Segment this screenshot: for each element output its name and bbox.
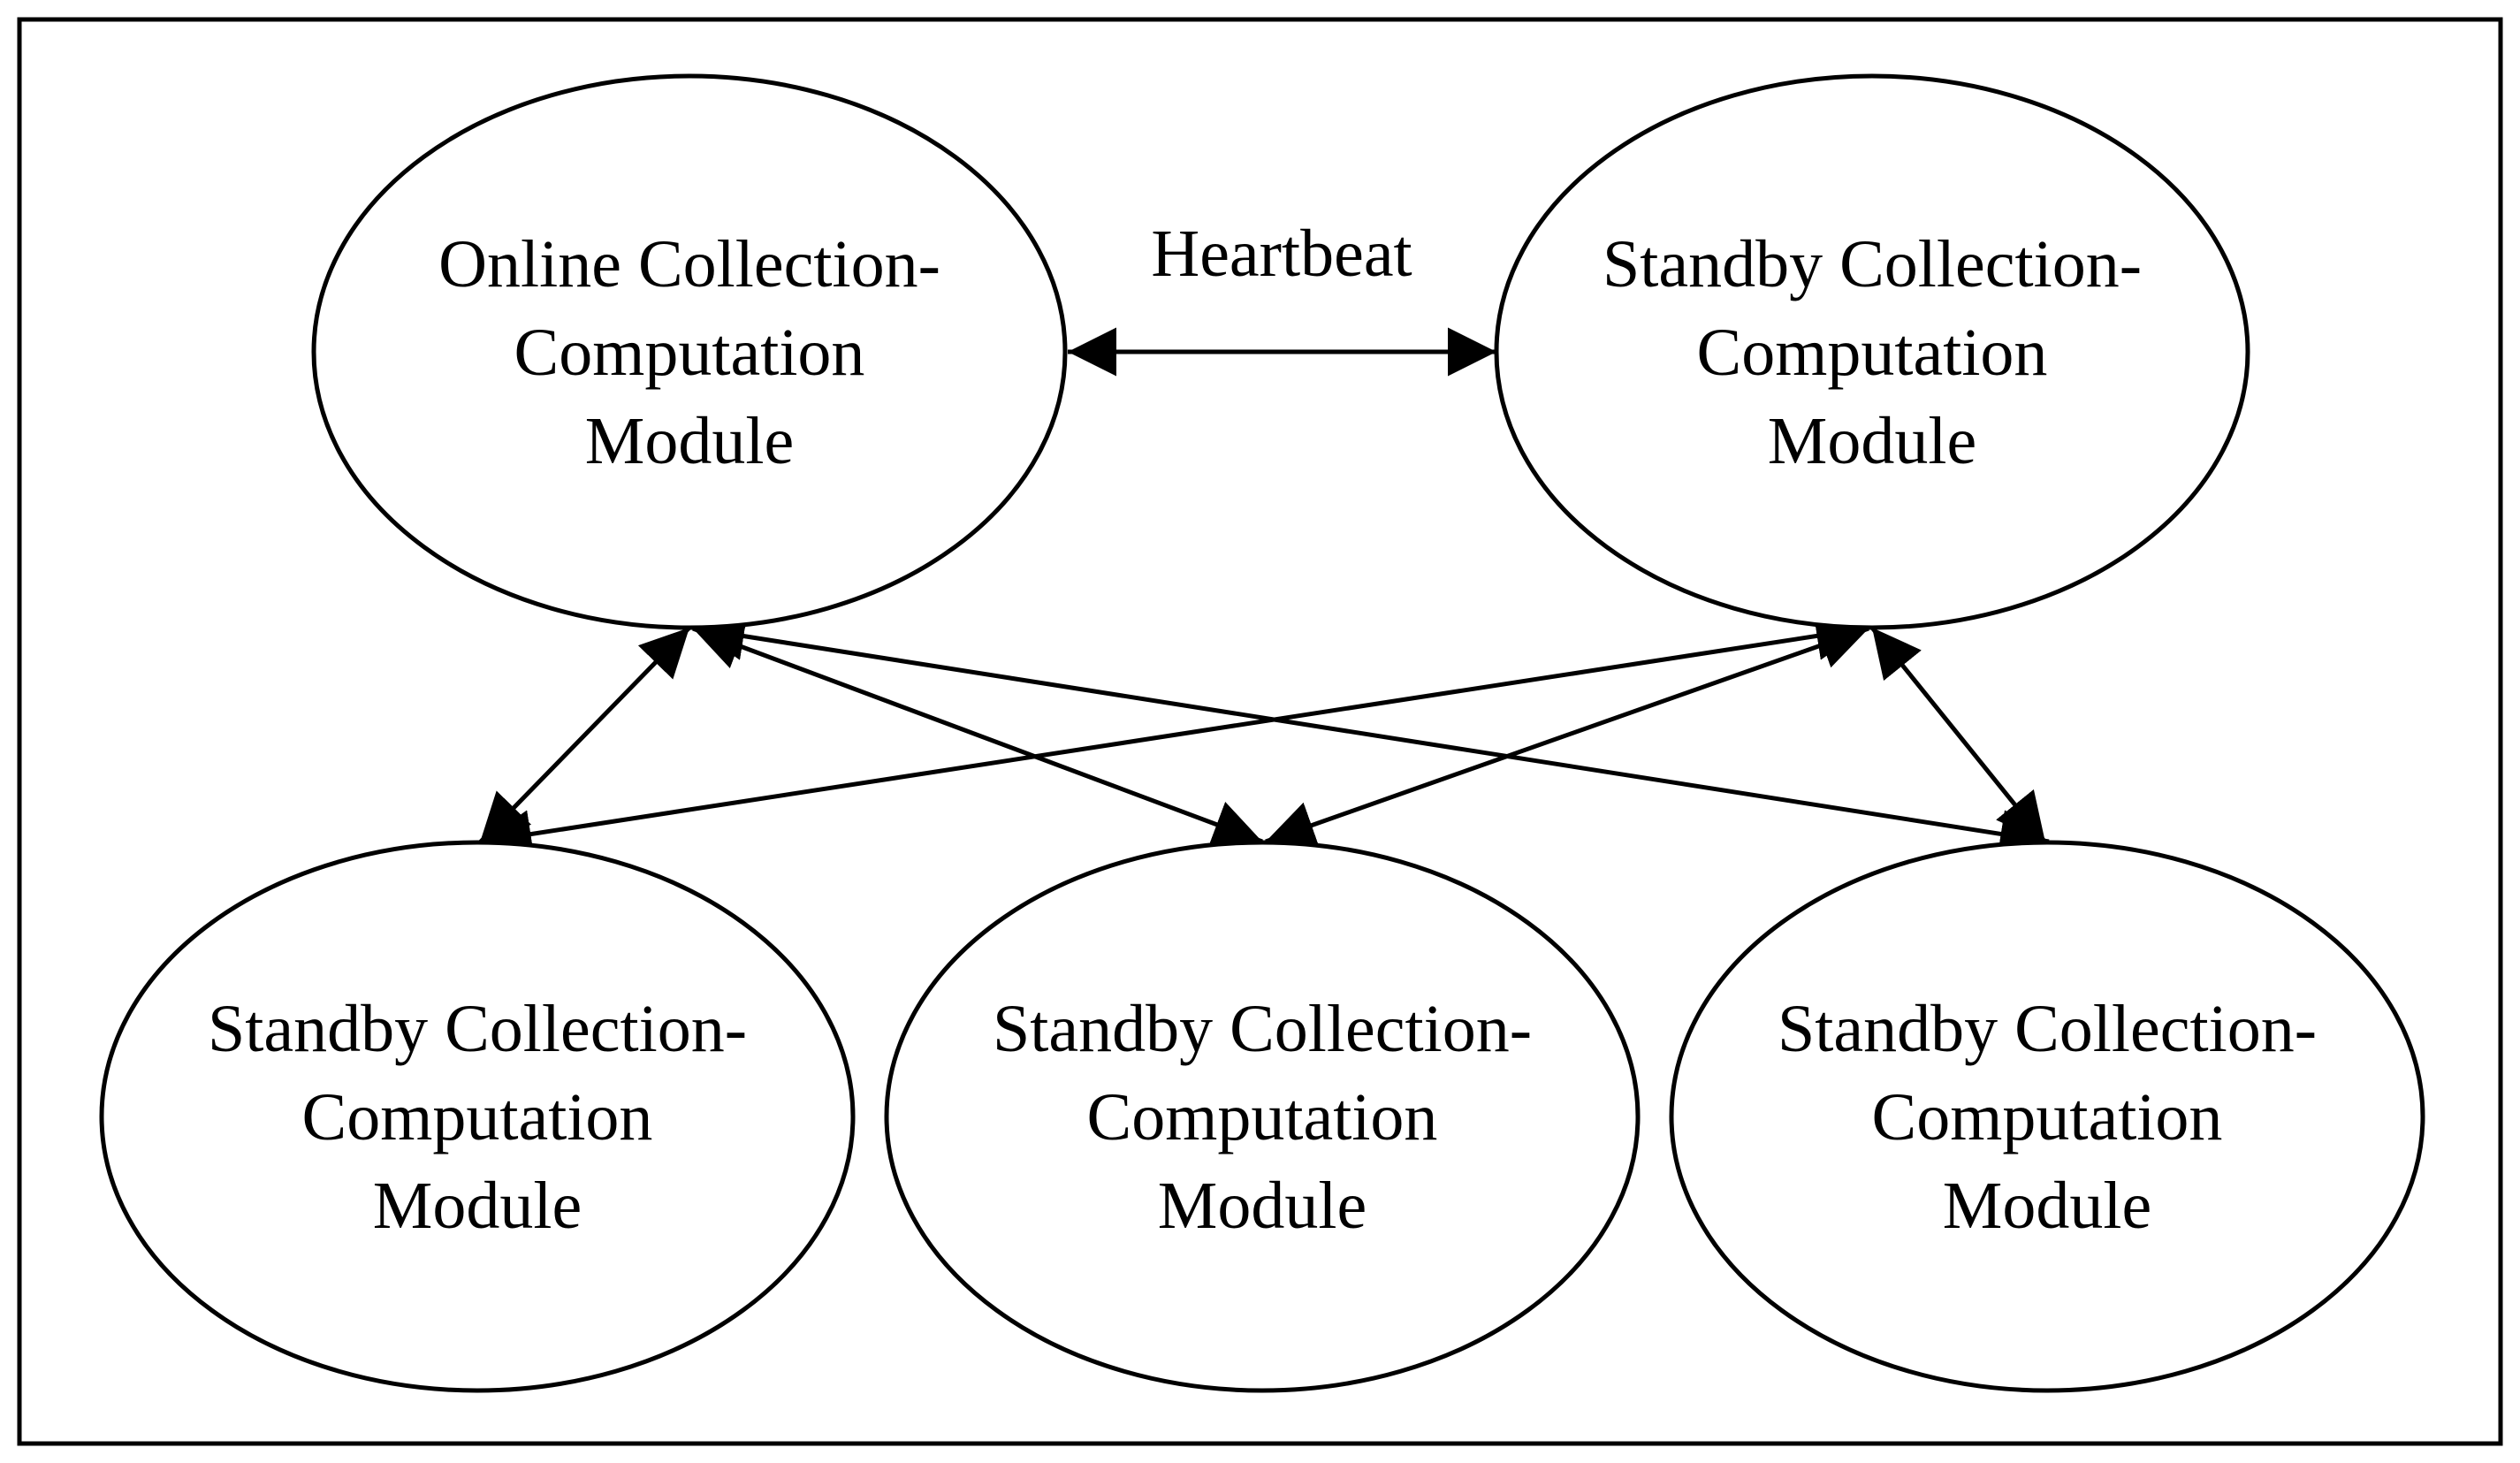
edge-arrow-standby-top-to-standby-bm <box>1265 621 1869 849</box>
node-label-line: Computation <box>1872 1080 2223 1154</box>
node-label-line: Module <box>373 1169 582 1243</box>
heartbeat-label: Heartbeat <box>1151 217 1412 291</box>
node-label-line: Standby Collection- <box>1603 227 2142 301</box>
nodes-layer: Online Collection-ComputationModuleStand… <box>99 73 2425 1393</box>
edge-arrow-online-to-standby-bl <box>478 626 691 844</box>
node-label-line: Module <box>1943 1169 2151 1243</box>
node-ellipse <box>99 840 856 1393</box>
node-label-line: Computation <box>1087 1080 1438 1154</box>
edges-layer <box>478 327 2050 858</box>
node-label-line: Online Collection- <box>438 227 940 301</box>
node-ellipse <box>884 840 1641 1393</box>
node-ellipse <box>1669 840 2425 1393</box>
node-label-line: Computation <box>302 1080 653 1154</box>
node-label-line: Module <box>585 404 794 478</box>
node-label-line: Module <box>1158 1169 1367 1243</box>
node-ellipse <box>1494 73 2250 630</box>
diagram-frame <box>17 17 2503 1446</box>
node-label-line: Module <box>1768 404 1976 478</box>
node-ellipse <box>311 73 1068 630</box>
edge-arrow-online-to-standby-br <box>695 612 2050 858</box>
node-label-line: Standby Collection- <box>1778 992 2317 1066</box>
edge-labels-layer: Heartbeat <box>1151 217 1412 291</box>
node-label-line: Standby Collection- <box>993 992 1532 1066</box>
edge-arrow-standby-top-to-standby-br <box>1870 626 2047 844</box>
node-label-line: Standby Collection- <box>208 992 747 1066</box>
node-label-line: Computation <box>1697 316 2048 390</box>
node-label-line: Computation <box>514 316 865 390</box>
